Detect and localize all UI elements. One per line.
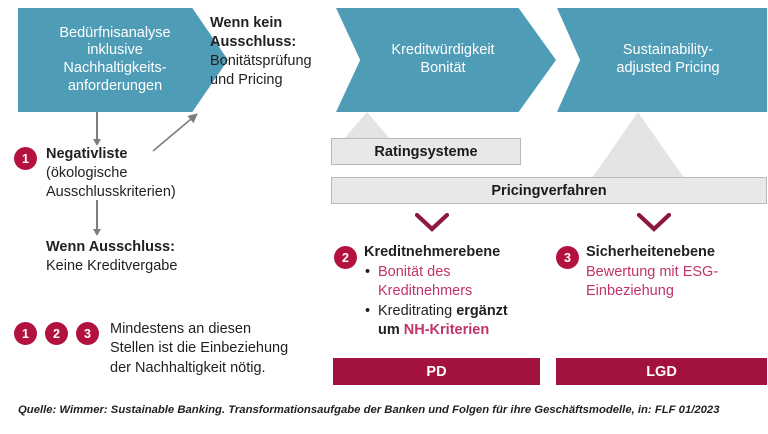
negativliste-text: Negativliste (ökologische Ausschlusskrit… <box>46 145 236 202</box>
badge-2-kreditnehmerebene: 2 <box>334 246 357 269</box>
sicherheitenebene-heading: Sicherheitenebene <box>586 244 715 260</box>
outcome-bar-lgd: LGD <box>556 358 767 385</box>
no-exclusion-heading-line1: Wenn kein <box>210 15 283 31</box>
no-exclusion-body-line1: Bonitätsprüfung <box>210 52 312 69</box>
legend-badge-2: 2 <box>45 322 68 345</box>
step-line: inklusive <box>87 42 143 59</box>
negativliste-body-line1: (ökologische <box>46 164 128 181</box>
process-step-kreditwuerdigkeit: Kreditwürdigkeit Bonität <box>336 8 556 112</box>
sicherheitenebene-body: Bewertung mit ESG- Einbeziehung <box>586 263 768 301</box>
legend-badge-3: 3 <box>76 322 99 345</box>
step-line: Bonität <box>420 60 466 76</box>
legend-badge-1: 1 <box>14 322 37 345</box>
negativliste-body-line2: Ausschlusskriterien) <box>46 183 176 200</box>
box-pricingverfahren: Pricingverfahren <box>331 177 767 204</box>
box-ratingsysteme: Ratingsysteme <box>331 138 521 165</box>
process-step-sustainability-pricing: Sustainability- adjusted Pricing <box>557 8 767 112</box>
bullet2-part3: um <box>378 321 404 338</box>
step-line: adjusted Pricing <box>616 60 720 76</box>
exclusion-note: Wenn Ausschluss: Keine Kreditvergabe <box>46 238 266 276</box>
step-line: anforderungen <box>67 77 163 94</box>
exclusion-body: Keine Kreditvergabe <box>46 257 178 274</box>
triangle-connector-rating <box>344 112 390 139</box>
legend-badges: 1 2 3 <box>14 322 99 345</box>
source-citation: Quelle: Wimmer: Sustainable Banking. Tra… <box>18 404 720 416</box>
sicherheitenebene-line2: Einbeziehung <box>586 282 674 299</box>
no-exclusion-body-line2: und Pricing <box>210 71 283 88</box>
chevron-down-icon-collateral <box>637 213 671 232</box>
legend-line3: der Nachhaltigkeit nötig. <box>110 359 266 376</box>
no-exclusion-note: Wenn kein Ausschluss: Bonitätsprüfung un… <box>210 14 332 89</box>
exclusion-heading: Wenn Ausschluss: <box>46 239 175 255</box>
kreditnehmerebene-heading: Kreditnehmerebene <box>364 244 501 260</box>
bullet2-part1: Kreditrating <box>378 302 457 319</box>
chevron-down-icon-borrower <box>415 213 449 232</box>
bullet1-line1: Bonität des <box>378 264 451 280</box>
badge-3-sicherheitenebene: 3 <box>556 246 579 269</box>
triangle-connector-pricing <box>592 112 684 178</box>
kreditnehmerebene-list: Bonität des Kreditnehmers Kreditrating e… <box>364 263 564 340</box>
step-line: Nachhaltigkeits- <box>63 60 167 76</box>
no-exclusion-heading-line2: Ausschluss: <box>210 33 297 50</box>
legend-line2: Stellen ist die Einbeziehung <box>110 340 289 357</box>
bullet2-part2: ergänzt <box>456 302 508 319</box>
negativliste-heading: Negativliste <box>46 146 128 162</box>
bullet1-line2: Kreditnehmers <box>378 282 473 299</box>
step-line: Bedürfnisanalyse <box>59 24 171 41</box>
down-arrow-to-negativliste <box>96 112 98 140</box>
list-item: Bonität des Kreditnehmers <box>365 263 564 301</box>
legend-line1: Mindestens an diesen <box>110 321 252 337</box>
badge-1-negativliste: 1 <box>14 147 37 170</box>
list-item: Kreditrating ergänzt um NH-Kriterien <box>365 302 564 340</box>
step-line: Kreditwürdigkeit <box>391 42 495 59</box>
diagonal-up-arrow-icon <box>152 113 198 152</box>
sicherheitenebene-line1: Bewertung mit ESG- <box>586 264 719 280</box>
bullet2-part4: NH-Kriterien <box>403 321 490 338</box>
step-line: Sustainability- <box>622 42 714 59</box>
legend-text: Mindestens an diesen Stellen ist die Ein… <box>110 320 320 378</box>
down-arrow-to-ausschluss <box>96 200 98 230</box>
process-step-beduerfnisanalyse: Bedürfnisanalyse inklusive Nachhaltigkei… <box>18 8 228 112</box>
outcome-bar-pd: PD <box>333 358 540 385</box>
